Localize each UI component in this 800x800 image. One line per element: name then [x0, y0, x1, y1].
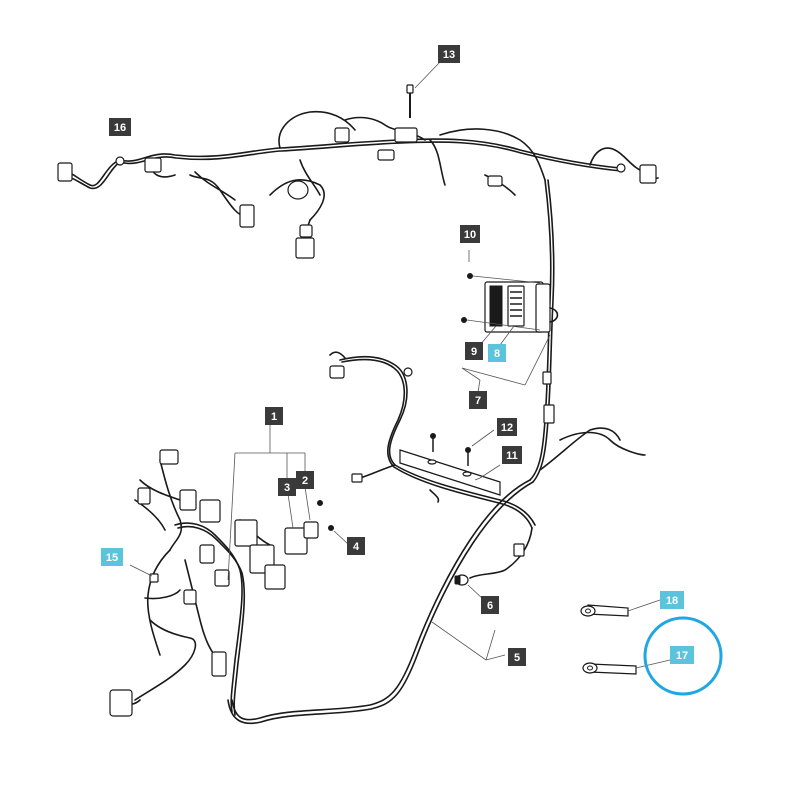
connector-left-end: [57, 162, 73, 182]
callout-8[interactable]: 8: [488, 344, 506, 362]
callout-1[interactable]: 1: [265, 407, 283, 425]
callout-9[interactable]: 9: [465, 342, 483, 360]
callout-12-label: 12: [501, 422, 513, 434]
module-9: [489, 285, 503, 327]
callout-10[interactable]: 10: [460, 225, 480, 243]
callout-8-label: 8: [494, 348, 500, 360]
callout-17[interactable]: 17: [670, 646, 694, 664]
connector-bottom-left: [109, 689, 133, 717]
engine-harness: [109, 449, 286, 717]
callout-6-label: 6: [487, 600, 493, 612]
callout-12[interactable]: 12: [497, 418, 517, 436]
connector-3: [284, 527, 308, 555]
callout-5[interactable]: 5: [508, 648, 526, 666]
callout-2-label: 2: [302, 475, 308, 487]
callout-9-label: 9: [471, 346, 477, 358]
module-assembly: [461, 250, 559, 424]
screw-13: [406, 61, 441, 118]
connector-parts: [227, 425, 349, 581]
highlight-ring: [643, 616, 723, 696]
callout-11[interactable]: 11: [502, 446, 522, 464]
screw-10-top: [467, 273, 473, 279]
connector-lower: [211, 651, 227, 677]
connector-center-down: [295, 237, 315, 259]
harness-5: [227, 351, 646, 725]
ring-terminal-17: [582, 659, 671, 675]
callout-13[interactable]: 13: [438, 45, 460, 63]
callout-3[interactable]: 3: [278, 478, 296, 496]
callout-17-label: 17: [676, 650, 688, 662]
callout-7-label: 7: [475, 395, 481, 407]
callout-5-label: 5: [514, 652, 520, 664]
sensor-6: [454, 574, 469, 586]
connector-2: [303, 521, 319, 539]
callout-4-label: 4: [353, 541, 360, 553]
clip-15: [129, 564, 181, 600]
connector-upper-left: [239, 204, 255, 228]
clip-4: [328, 525, 334, 531]
callout-18-label: 18: [666, 595, 678, 607]
callout-15-label: 15: [106, 552, 118, 564]
callout-7[interactable]: 7: [469, 391, 487, 409]
fuse-strip-8: [507, 285, 525, 327]
callout-18[interactable]: 18: [660, 591, 684, 609]
callout-16-label: 16: [114, 122, 126, 134]
callout-4[interactable]: 4: [347, 537, 365, 555]
screws-12: [430, 429, 495, 466]
callout-1-label: 1: [271, 411, 277, 423]
callout-2[interactable]: 2: [296, 471, 314, 489]
grommet-16: [115, 156, 125, 166]
upper-harness: [57, 110, 659, 483]
callout-10-label: 10: [464, 229, 476, 241]
bracket-11: [399, 449, 501, 496]
callout-13-label: 13: [443, 49, 455, 61]
callout-3-label: 3: [284, 482, 290, 494]
ring-terminal-18: [580, 599, 661, 617]
callout-11-label: 11: [506, 450, 518, 462]
callout-6[interactable]: 6: [481, 596, 499, 614]
callout-15[interactable]: 15: [101, 548, 123, 566]
screw-10-bottom: [461, 317, 467, 323]
callout-16[interactable]: 16: [109, 118, 131, 136]
